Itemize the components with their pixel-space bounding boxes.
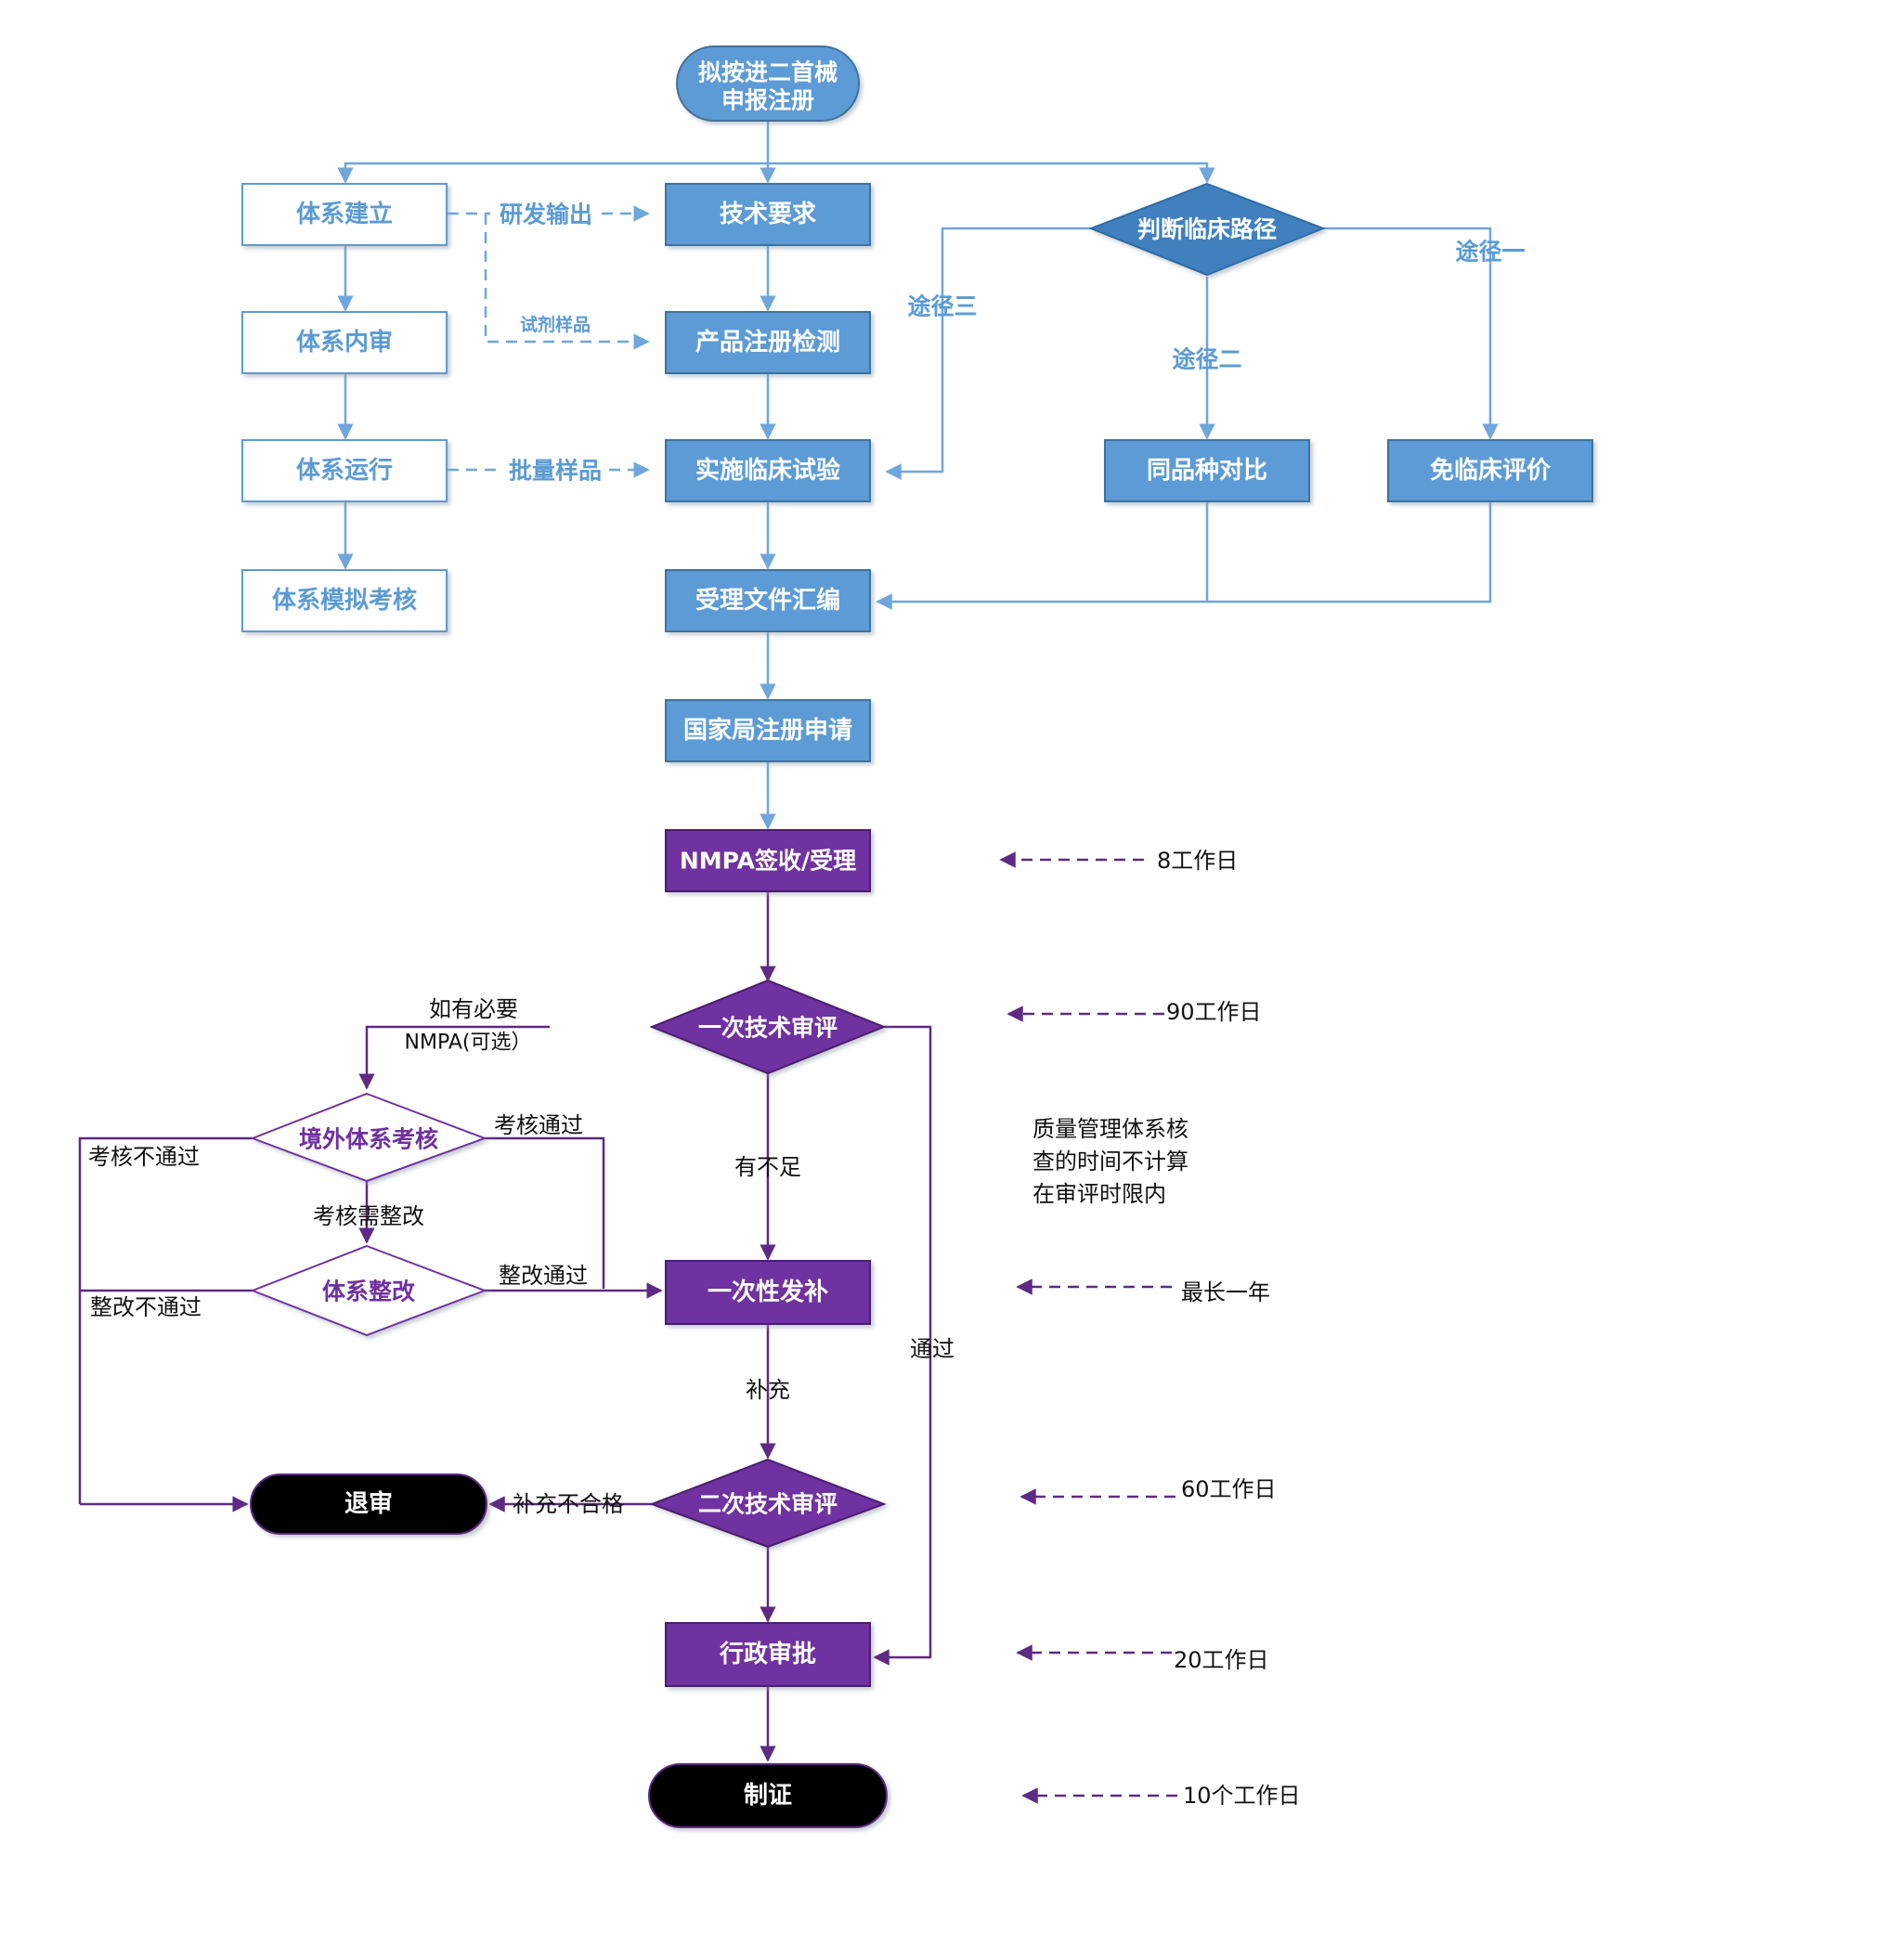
tech-req-label: 技术要求: [720, 201, 816, 228]
edge-audit-pass: [485, 1136, 605, 1289]
first-review-label: 一次技术审评: [698, 1015, 838, 1042]
withdraw-terminal: 退审: [250, 1473, 487, 1535]
rectify-pass-label: 整改通过: [499, 1263, 588, 1289]
sys-setup-label: 体系建立: [296, 200, 393, 228]
qms-note-line3: 在审评时限内: [1032, 1181, 1166, 1207]
edge-audit-fail: [78, 1136, 253, 1504]
first-review-diamond: 一次技术审评: [649, 979, 887, 1075]
one-supplement-box: 一次性发补: [665, 1260, 871, 1325]
start-label-line2: 申报注册: [721, 87, 814, 114]
rectify-fail-label: 整改不通过: [90, 1294, 201, 1320]
nmpa-accept-box: NMPA签收/受理: [665, 829, 871, 892]
if-needed-label-line2: NMPA(可选）: [405, 1032, 532, 1055]
blue-edge-labels: 研发输出 试剂样品 批量样品 途径三 途径二 途径一: [500, 201, 1526, 485]
same-compare-box: 同品种对比: [1104, 439, 1310, 502]
path-one-label: 途径一: [1455, 239, 1525, 266]
edge-if-needed: [358, 1025, 550, 1090]
edge-branch-left: [337, 162, 768, 184]
sys-mock-box: 体系模拟考核: [241, 569, 448, 632]
admin-approval-label: 行政审批: [719, 1640, 816, 1668]
timeline-label-6: 10个工作日: [1183, 1783, 1301, 1809]
edge-path-three: [885, 227, 1091, 480]
nmpa-accept-label: NMPA签收/受理: [680, 848, 856, 875]
batch-sample-label: 批量样品: [509, 458, 602, 485]
rd-output-label: 研发输出: [500, 201, 592, 228]
audit-fail-label: 考核不通过: [88, 1144, 200, 1170]
if-needed-label-line1: 如有必要: [429, 996, 518, 1022]
same-compare-label: 同品种对比: [1147, 457, 1267, 485]
sys-audit-box: 体系内审: [241, 311, 448, 374]
certificate-terminal: 制证: [648, 1763, 888, 1828]
timeline-label-2: 90工作日: [1166, 999, 1262, 1025]
timeline-label-1: 8工作日: [1157, 848, 1238, 874]
edge-review-pass: [873, 1025, 932, 1666]
path-two-label: 途径二: [1172, 346, 1241, 373]
overseas-audit-label: 境外体系考核: [299, 1126, 438, 1153]
admin-approval-box: 行政审批: [665, 1622, 871, 1687]
overseas-audit-diamond: 境外体系考核: [250, 1092, 487, 1183]
sys-run-label: 体系运行: [296, 456, 393, 485]
edge-branch-right: [768, 162, 1215, 184]
start-label-line1: 拟按进二首械: [698, 59, 838, 86]
purple-edge-labels: 如有必要 NMPA(可选） 考核通过 考核不通过 考核需整改 整改通过 整改不通…: [88, 996, 954, 1517]
qms-note-line2: 查的时间不计算: [1032, 1149, 1188, 1175]
edge-exempt-join: [876, 501, 1492, 610]
tech-req-box: 技术要求: [665, 183, 871, 246]
audit-need-rectify-label: 考核需整改: [313, 1203, 424, 1229]
second-review-label: 二次技术审评: [698, 1491, 838, 1518]
sys-audit-label: 体系内审: [296, 328, 393, 357]
nmpa-apply-label: 国家局注册申请: [683, 716, 852, 745]
timeline-labels: 8工作日 90工作日 最长一年 60工作日 20工作日 10个工作日: [1157, 848, 1301, 1809]
timeline-label-5: 20工作日: [1174, 1647, 1269, 1673]
sys-rectify-label: 体系整改: [322, 1279, 415, 1305]
audit-pass-label: 考核通过: [494, 1112, 583, 1138]
supplement-label: 补充: [746, 1377, 790, 1403]
qms-note-line1: 质量管理体系核: [1032, 1116, 1188, 1142]
supplement-fail-label: 补充不合格: [513, 1491, 624, 1517]
exempt-eval-box: 免临床评价: [1387, 439, 1593, 502]
timeline-label-3: 最长一年: [1181, 1279, 1270, 1305]
product-test-box: 产品注册检测: [665, 311, 871, 374]
withdraw-label: 退审: [344, 1489, 393, 1518]
passed-label: 通过: [910, 1336, 954, 1362]
doc-compile-label: 受理文件汇编: [695, 586, 840, 615]
reagent-sample-label: 试剂样品: [520, 314, 591, 335]
edge-reagent-sample: [484, 214, 650, 350]
certificate-label: 制证: [744, 1782, 792, 1810]
exempt-eval-label: 免临床评价: [1430, 456, 1552, 485]
clinical-trial-label: 实施临床试验: [695, 456, 840, 485]
qms-note: 质量管理体系核 查的时间不计算 在审评时限内: [1032, 1116, 1188, 1207]
doc-compile-box: 受理文件汇编: [665, 569, 871, 632]
nmpa-apply-box: 国家局注册申请: [665, 699, 871, 762]
sys-mock-label: 体系模拟考核: [272, 586, 417, 615]
one-supplement-label: 一次性发补: [708, 1278, 828, 1306]
sys-rectify-diamond: 体系整改: [250, 1244, 487, 1337]
second-review-diamond: 二次技术审评: [649, 1458, 887, 1549]
judge-path-diamond: 判断临床路径: [1088, 182, 1326, 277]
sys-setup-box: 体系建立: [241, 183, 448, 246]
timeline-label-4: 60工作日: [1181, 1476, 1277, 1502]
edge-path-one: [1323, 227, 1499, 440]
judge-path-label: 判断临床路径: [1137, 216, 1277, 243]
product-test-label: 产品注册检测: [695, 328, 840, 357]
path-three-label: 途径三: [907, 293, 977, 320]
clinical-trial-box: 实施临床试验: [665, 439, 871, 502]
sys-run-box: 体系运行: [241, 439, 448, 502]
has-deficiency-label: 有不足: [734, 1154, 801, 1180]
start-node: 拟按进二首械 申报注册: [676, 45, 860, 122]
